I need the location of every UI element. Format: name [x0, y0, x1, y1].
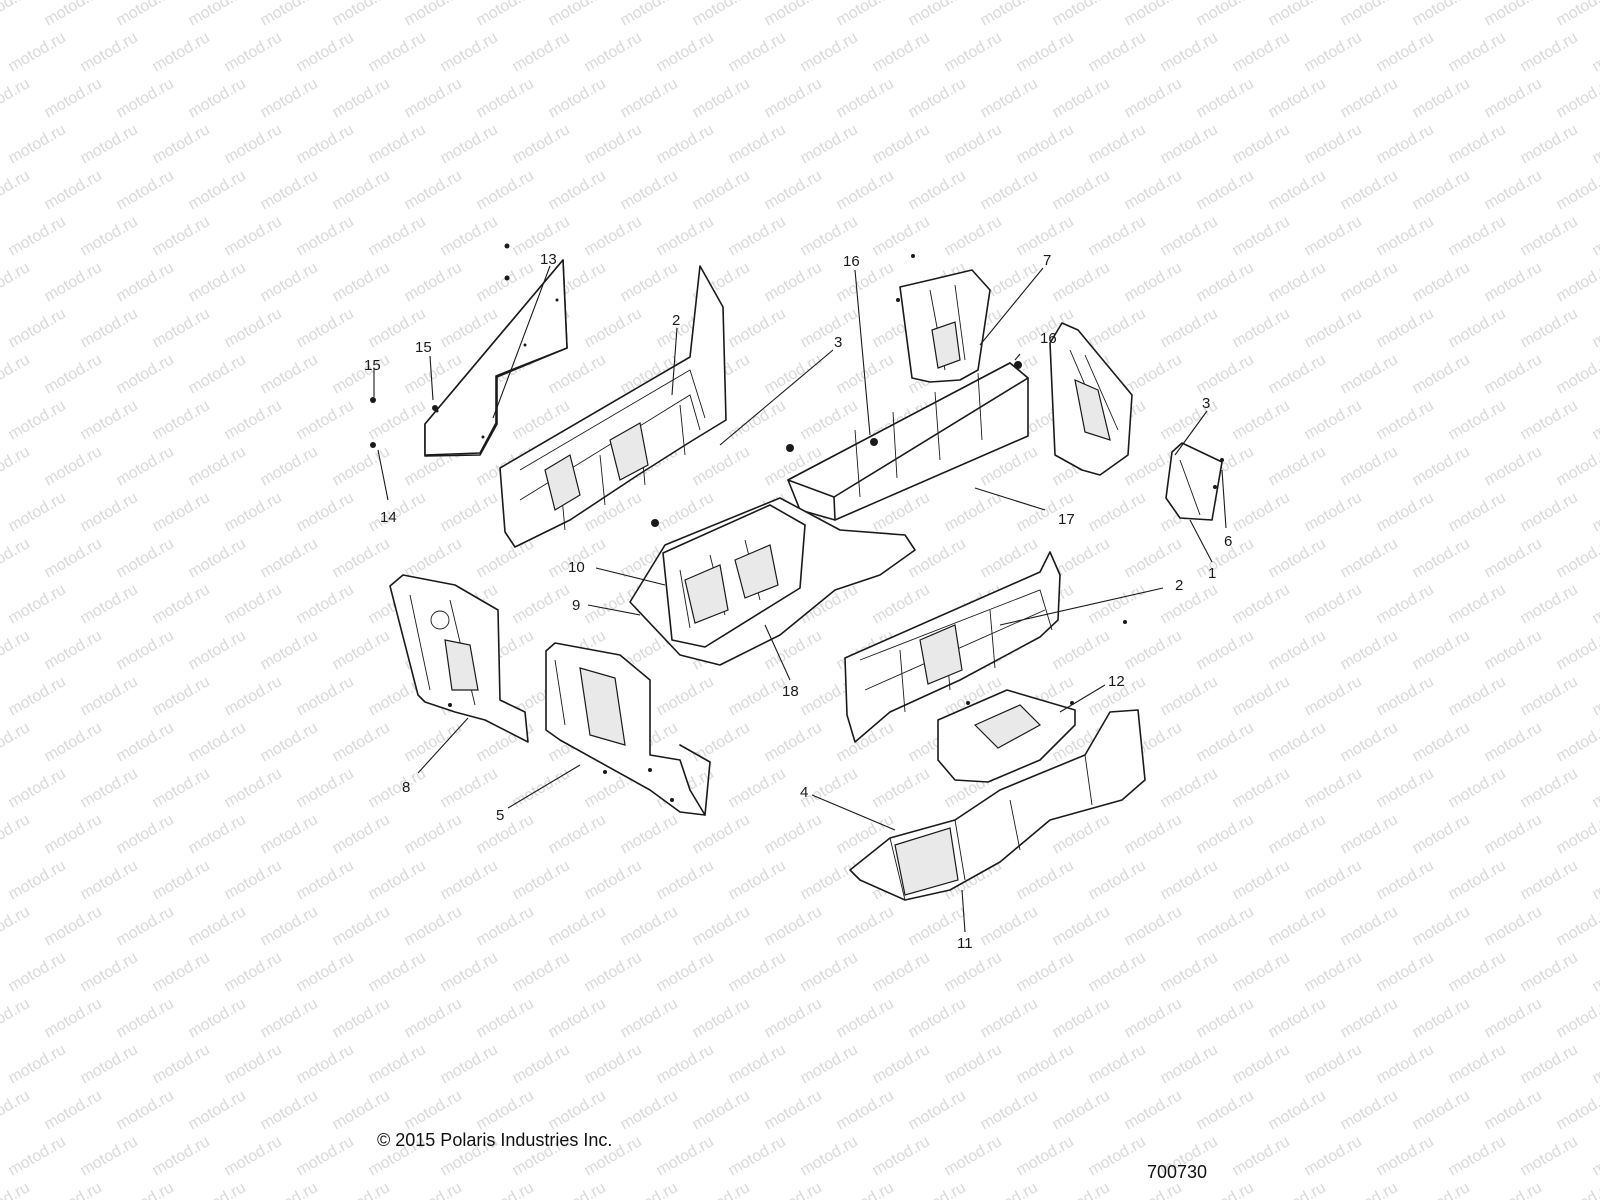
callout-2-lower: 2 [1175, 577, 1183, 594]
callout-3-center: 3 [834, 334, 842, 351]
fastener-bolts [370, 243, 1127, 802]
part-2-upper-panel [499, 265, 727, 548]
callout-5: 5 [496, 807, 504, 824]
callout-14: 14 [380, 509, 397, 526]
callout-3-right: 3 [1202, 395, 1210, 412]
part-11-floor-pan [849, 709, 1146, 901]
callout-2-upper: 2 [672, 312, 680, 329]
callout-18: 18 [782, 683, 799, 700]
callout-17: 17 [1058, 511, 1075, 528]
part-5-box-bracket [545, 642, 711, 816]
callout-13: 13 [540, 251, 557, 268]
part-7-bracket [899, 269, 991, 383]
callout-1: 1 [1208, 565, 1216, 582]
part-8-left-panel [389, 574, 529, 743]
copyright-notice: © 2015 Polaris Industries Inc. [377, 1130, 613, 1150]
part-13-panel [424, 259, 568, 457]
callout-10: 10 [568, 559, 585, 576]
callout-16-right: 16 [1040, 330, 1057, 347]
part-9-floor-tray [629, 497, 916, 666]
part-12-plate [937, 689, 1076, 783]
part-17-storage-box [787, 362, 1029, 521]
callout-12: 12 [1108, 673, 1125, 690]
part-2-lower-panel [844, 551, 1061, 743]
callout-15-left: 15 [364, 357, 381, 374]
part-1-bracket [1165, 442, 1224, 521]
callout-7: 7 [1043, 252, 1051, 269]
callout-15-right: 15 [415, 339, 432, 356]
callout-9: 9 [572, 597, 580, 614]
callout-labels: 13 2 3 16 7 16 15 15 14 3 17 6 1 10 9 2 … [364, 251, 1232, 952]
callout-8: 8 [402, 779, 410, 796]
callout-6: 6 [1224, 533, 1232, 550]
leader-lines [373, 265, 1227, 933]
callout-11: 11 [957, 935, 973, 952]
drawing-number: 700730 [1147, 1162, 1208, 1182]
part-3-right-panel [1049, 322, 1133, 476]
callout-4: 4 [800, 784, 808, 801]
callout-16-left: 16 [843, 253, 860, 270]
